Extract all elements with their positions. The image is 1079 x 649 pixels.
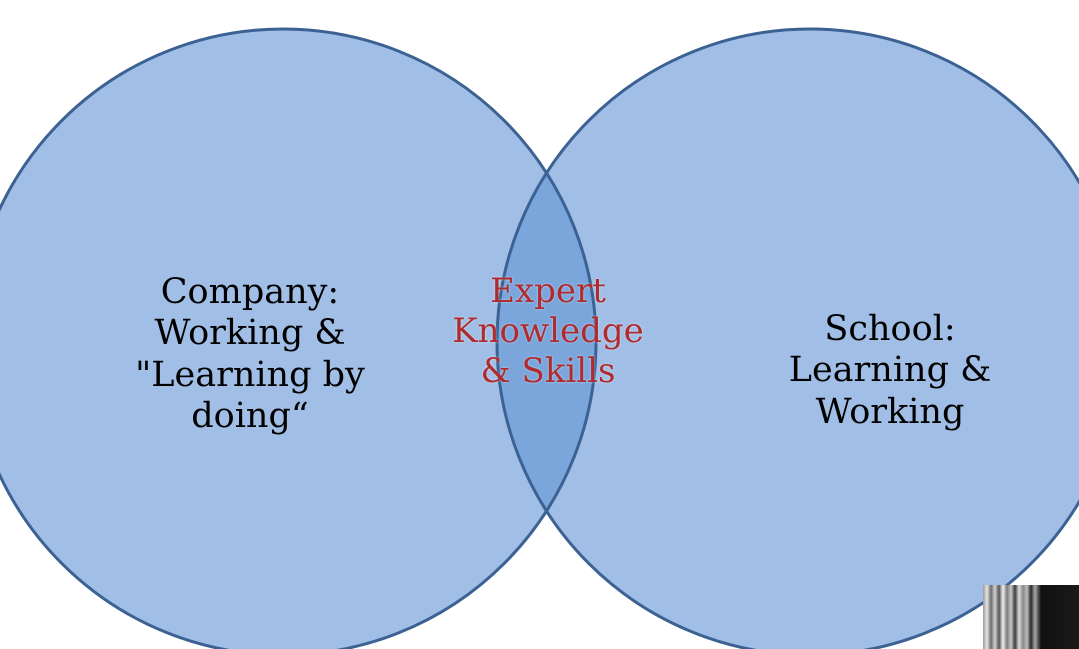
company-label: Company: Working & "Learning by doing“: [105, 272, 395, 437]
company-label-line-4: doing“: [191, 395, 309, 436]
company-label-line-2: Working &: [154, 313, 346, 354]
overlap-label: Expert Knowledge & Skills: [438, 271, 658, 391]
right-circle-school: [497, 29, 1079, 649]
school-label-line-3: Working: [815, 391, 965, 432]
left-circle-company: [0, 29, 596, 649]
school-label-line-1: School:: [824, 309, 956, 349]
right-circle-outline: [495, 27, 1079, 649]
left-circle-outline: [0, 27, 598, 649]
school-label-line-2: Learning &: [788, 350, 992, 391]
overlap-label-line-3: & Skills: [480, 351, 616, 392]
overlap-label-line-2: Knowledge: [452, 311, 644, 352]
company-label-line-3: "Learning by: [135, 354, 365, 395]
school-label: School: Learning & Working: [755, 309, 1025, 433]
striped-photo-thumbnail-icon: [983, 585, 1079, 649]
overlap-label-line-1: Expert: [490, 271, 606, 311]
company-label-line-1: Company:: [160, 272, 340, 312]
